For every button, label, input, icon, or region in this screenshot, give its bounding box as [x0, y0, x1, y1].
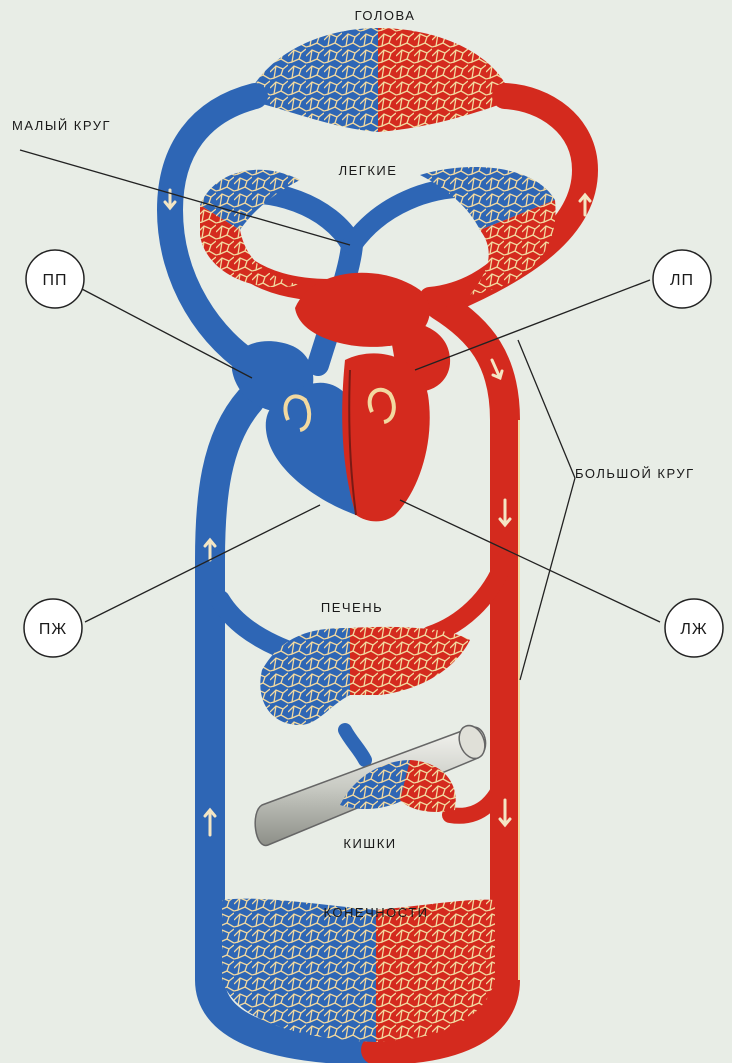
- label-head: ГОЛОВА: [355, 8, 416, 23]
- right-atrium-label: ПП: [43, 272, 68, 289]
- right-ventricle-callout: ПЖ: [24, 599, 82, 657]
- label-intestines: КИШКИ: [343, 836, 396, 851]
- left-ventricle-callout: ЛЖ: [665, 599, 723, 657]
- label-pulmonary-circuit: МАЛЫЙ КРУГ: [12, 118, 111, 133]
- right-ventricle-label: ПЖ: [39, 621, 67, 638]
- right-atrium-callout: ПП: [26, 250, 84, 308]
- label-liver: ПЕЧЕНЬ: [321, 600, 383, 615]
- left-atrium-label: ЛП: [670, 272, 694, 289]
- heart: [232, 273, 450, 522]
- label-lungs: ЛЕГКИЕ: [339, 163, 398, 178]
- intestine: [255, 722, 489, 846]
- head-capillaries: [246, 28, 512, 132]
- left-ventricle-label: ЛЖ: [680, 621, 707, 638]
- label-systemic-circuit: БОЛЬШОЙ КРУГ: [575, 466, 695, 481]
- label-limbs: КОНЕЧНОСТИ: [323, 905, 428, 920]
- left-atrium-callout: ЛП: [653, 250, 711, 308]
